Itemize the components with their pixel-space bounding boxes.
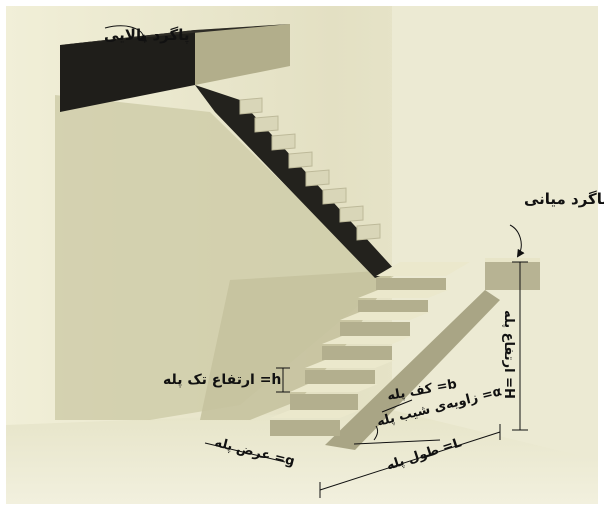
upper-flight-steps: [239, 97, 381, 241]
upper-landing-slab-top: [60, 24, 290, 45]
riser-height-label: ارتفاع تک پله =h: [163, 372, 281, 388]
dimension-lines: [104, 25, 528, 498]
upper-landing-slab-front: [60, 30, 195, 112]
right-wall: [392, 6, 598, 504]
middle-landing-front: [485, 262, 540, 290]
middle-landing-top: [485, 258, 540, 262]
wall-shadow-stair: [200, 270, 395, 420]
upper-landing-slab-side: [195, 24, 290, 85]
upper-landing-label: پاگرد بالایی: [104, 26, 189, 45]
lower-flight-underside: [325, 290, 500, 450]
middle-landing-label: پاگرد میانی: [524, 190, 604, 209]
lower-flight-steps: [270, 262, 470, 436]
upper-flight-underside: [195, 85, 395, 278]
total-height-label: ارتفاع پله =H: [501, 310, 516, 399]
floor: [6, 410, 598, 504]
